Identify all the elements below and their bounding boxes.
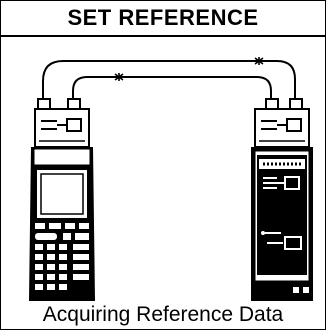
link-adapter-icon — [34, 108, 90, 148]
main-tester — [29, 147, 95, 301]
link-adapter-icon — [254, 108, 310, 148]
remote-unit — [251, 147, 313, 301]
status-message: Acquiring Reference Data — [42, 303, 284, 326]
cable-marker-icon — [114, 73, 124, 81]
outer-link-cable — [42, 60, 296, 103]
page-title: SET REFERENCE — [1, 1, 325, 37]
inner-link-cable — [72, 76, 272, 103]
cable-marker-icon — [254, 57, 264, 65]
